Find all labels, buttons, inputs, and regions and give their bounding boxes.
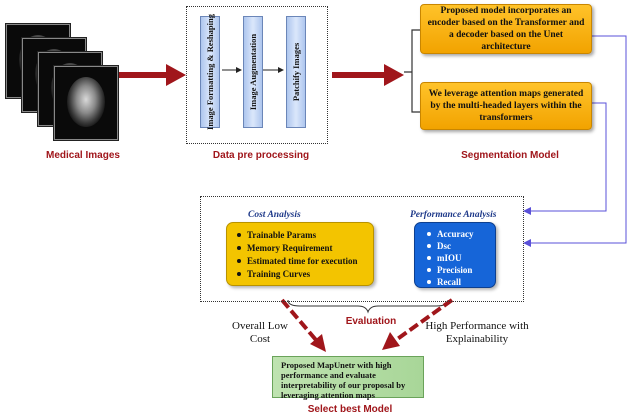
performance-item: Precision <box>427 264 487 276</box>
segmentation-caption: Segmentation Model <box>461 150 559 161</box>
performance-analysis-title: Performance Analysis <box>410 210 497 220</box>
arrow-preprocessing-to-segmentation <box>332 64 404 86</box>
performance-analysis-box: Accuracy Dsc mIOU Precision Recall <box>414 222 496 288</box>
high-performance-label: High Performance with Explainability <box>425 320 529 345</box>
cost-item: Training Curves <box>237 268 365 281</box>
performance-item: Dsc <box>427 240 487 252</box>
segmentation-bracket <box>404 29 420 113</box>
step-formatting-bar: Image Formatting & Reshaping <box>200 14 220 130</box>
arrow-cost-to-result <box>280 298 326 352</box>
cost-item: Memory Requirement <box>237 242 365 255</box>
preprocessing-caption: Data pre processing <box>212 150 310 161</box>
performance-item: Accuracy <box>427 228 487 240</box>
step-augmentation-bar: Image Augmentation <box>243 16 263 128</box>
arrow-images-to-preprocessing <box>118 64 186 86</box>
cost-analysis-box: Trainable Params Memory Requirement Esti… <box>226 222 374 286</box>
medical-image-stack <box>6 24 118 140</box>
result-box: Proposed MapUnetr with high performance … <box>272 356 424 400</box>
medical-images-caption: Medical Images <box>46 150 120 161</box>
step-patchify-bar: Patchify Images <box>286 16 306 128</box>
encoder-decoder-box: Proposed model incorporates an encoder b… <box>420 4 592 54</box>
connector-box1-to-evaluation <box>523 35 627 247</box>
cost-item: Estimated time for execution <box>237 255 365 268</box>
cost-analysis-title: Cost Analysis <box>248 210 301 220</box>
step-augmentation-label: Image Augmentation <box>248 33 258 111</box>
step-formatting-label: Image Formatting & Reshaping <box>205 14 215 130</box>
step-patchify-label: Patchify Images <box>291 42 301 102</box>
arrow-step1-to-step2 <box>222 67 242 73</box>
performance-item: Recall <box>427 276 487 288</box>
attention-maps-box: We leverage attention maps generated by … <box>420 82 592 130</box>
arrow-performance-to-result <box>382 298 454 350</box>
cost-item: Trainable Params <box>237 229 365 242</box>
preprocessing-container <box>186 6 328 144</box>
arrow-step2-to-step3 <box>262 67 284 73</box>
evaluation-label: Evaluation <box>345 316 397 327</box>
mri-slice-4 <box>54 66 118 140</box>
select-best-model-caption: Select best Model <box>307 404 393 415</box>
connector-box2-to-evaluation <box>523 102 607 215</box>
evaluation-brace <box>287 299 449 314</box>
low-cost-label: Overall Low Cost <box>232 320 288 345</box>
evaluation-container <box>200 196 524 302</box>
performance-item: mIOU <box>427 252 487 264</box>
